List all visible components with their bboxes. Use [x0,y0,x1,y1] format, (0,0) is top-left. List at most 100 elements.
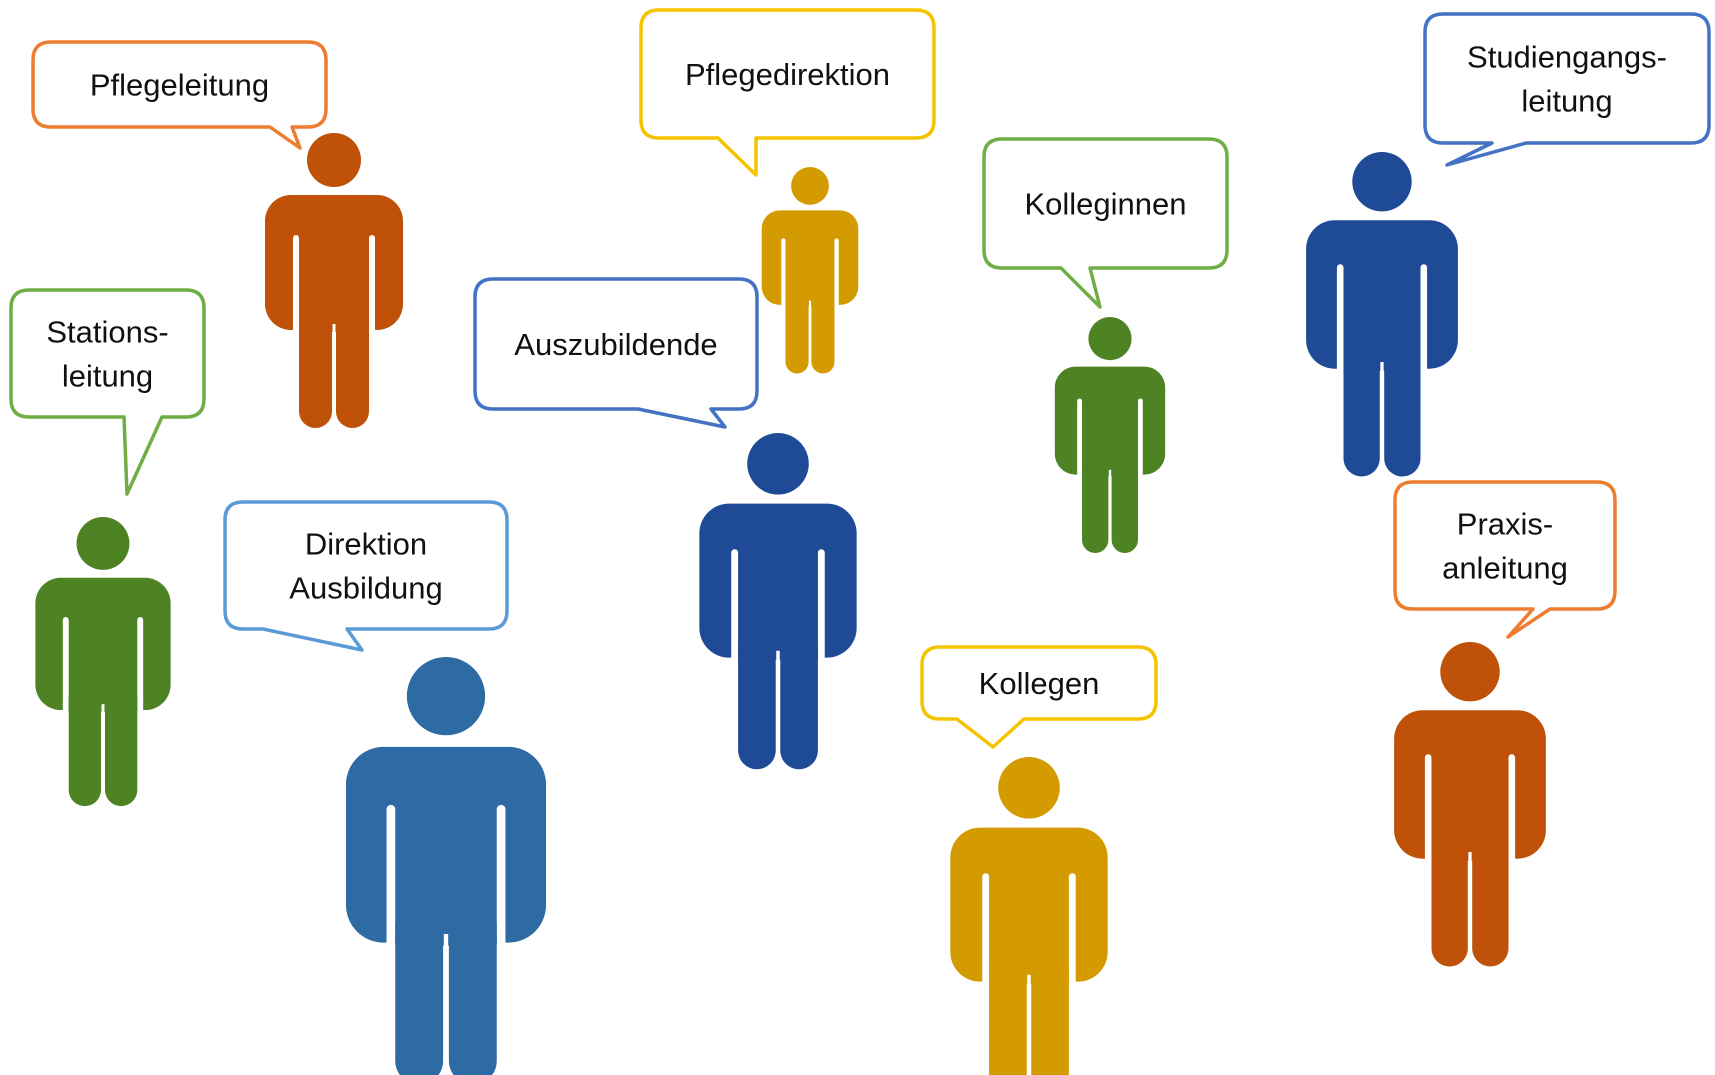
person-leg-left [299,310,332,428]
bubble-label-direktion-ausbildung: Ausbildung [289,571,442,606]
person-torso [761,210,859,305]
person-figure-pflegeleitung [265,133,403,428]
speech-bubble-stationsleitung: Stations-leitung [9,288,206,496]
leg-gap [443,933,449,1075]
arm-gap-right [1138,398,1143,483]
person-torso [1394,710,1546,859]
person-head [998,757,1060,819]
person-head [1352,152,1412,212]
person-torso [265,195,403,330]
person-torso [950,827,1108,982]
person-leg-right [811,290,835,374]
bubble-outline [982,137,1229,309]
arm-gap-right [1068,873,1076,993]
person-leg-left [1431,836,1468,967]
person-head [76,517,130,570]
person-leg-right [104,690,138,807]
person-head [747,433,809,495]
leg-gap [1468,852,1472,967]
arm-gap-left [1077,398,1082,483]
leg-gap [101,704,105,807]
person-leg-left [1082,458,1109,553]
person-leg-right [1384,346,1421,477]
leg-gap [1380,362,1384,477]
leg-gap [808,300,812,374]
person-figure-auszubildende [699,433,857,770]
arm-gap-left [731,549,739,669]
arm-gap-right [496,804,506,958]
arm-gap-left [62,616,69,720]
person-torso [345,746,547,943]
person-head [406,657,486,736]
leg-gap [1027,974,1031,1075]
arm-gap-right [1508,754,1516,870]
person-leg-left [1343,346,1380,477]
arm-gap-right [1420,264,1428,380]
arm-gap-left [1424,754,1432,870]
arm-gap-left [781,238,786,312]
bubble-label-kollegen: Kollegen [979,666,1100,701]
speech-bubble-studiengangsleitung: Studiengangs-leitung [1423,12,1711,167]
bubble-label-studiengangsleitung: Studiengangs- [1467,40,1667,75]
bubble-label-praxisanleitung: Praxis- [1457,507,1553,542]
bubble-outline [473,277,759,429]
bubble-outline [920,645,1158,749]
person-figure-stationsleitung [35,517,171,807]
speech-bubble-praxisanleitung: Praxis-anleitung [1393,480,1617,639]
bubble-label-kolleginnen: Kolleginnen [1024,187,1186,222]
person-head [1088,317,1132,361]
arm-gap-right [817,549,825,669]
bubble-label-auszubildende: Auszubildende [514,327,717,362]
person-leg-right [780,634,818,770]
leg-gap [332,324,336,428]
person-leg-left [395,913,444,1075]
person-torso [1306,220,1458,369]
arm-gap-right [137,616,144,720]
bubble-label-direktion-ausbildung: Direktion [305,527,427,562]
bubble-outline [223,500,509,652]
arm-gap-left [1336,264,1344,380]
person-head [1440,642,1500,702]
leg-gap [776,650,780,770]
speech-bubble-pflegedirektion: Pflegedirektion [639,8,936,177]
person-leg-right [336,310,369,428]
person-figure-direktion-ausbildung [345,657,547,1075]
speech-bubble-pflegeleitung: Pflegeleitung [31,40,328,150]
bubble-outline [9,288,206,496]
person-torso [35,577,171,711]
bubble-outline [1393,480,1617,639]
person-head [307,133,361,187]
arm-gap-left [982,873,990,993]
arm-gap-left [293,235,299,340]
bubble-label-stationsleitung: Stations- [46,315,168,350]
bubble-outline [31,40,328,150]
person-leg-right [1111,458,1138,553]
person-figure-kollegen [950,757,1108,1075]
speech-bubble-auszubildende: Auszubildende [473,277,759,429]
person-leg-left [738,634,776,770]
person-leg-right [1031,958,1069,1075]
person-torso [1054,366,1166,475]
person-leg-right [448,913,497,1075]
bubble-label-stationsleitung: leitung [62,359,153,394]
bubble-outline [1423,12,1711,167]
person-figure-kolleginnen [1054,317,1166,553]
speech-bubble-kolleginnen: Kolleginnen [982,137,1229,309]
speech-bubble-kollegen: Kollegen [920,645,1158,749]
person-leg-left [989,958,1027,1075]
person-figure-studiengangsleitung [1306,152,1458,477]
arm-gap-left [386,804,396,958]
bubble-label-praxisanleitung: anleitung [1442,551,1568,586]
arm-gap-right [369,235,375,340]
person-leg-left [68,690,102,807]
person-figure-praxisanleitung [1394,642,1546,967]
bubble-label-studiengangsleitung: leitung [1521,84,1612,119]
person-torso [699,503,857,658]
person-leg-left [785,290,809,374]
person-leg-right [1472,836,1509,967]
person-figures [35,133,1546,1075]
bubble-label-pflegeleitung: Pflegeleitung [90,68,269,103]
person-head [791,167,829,205]
